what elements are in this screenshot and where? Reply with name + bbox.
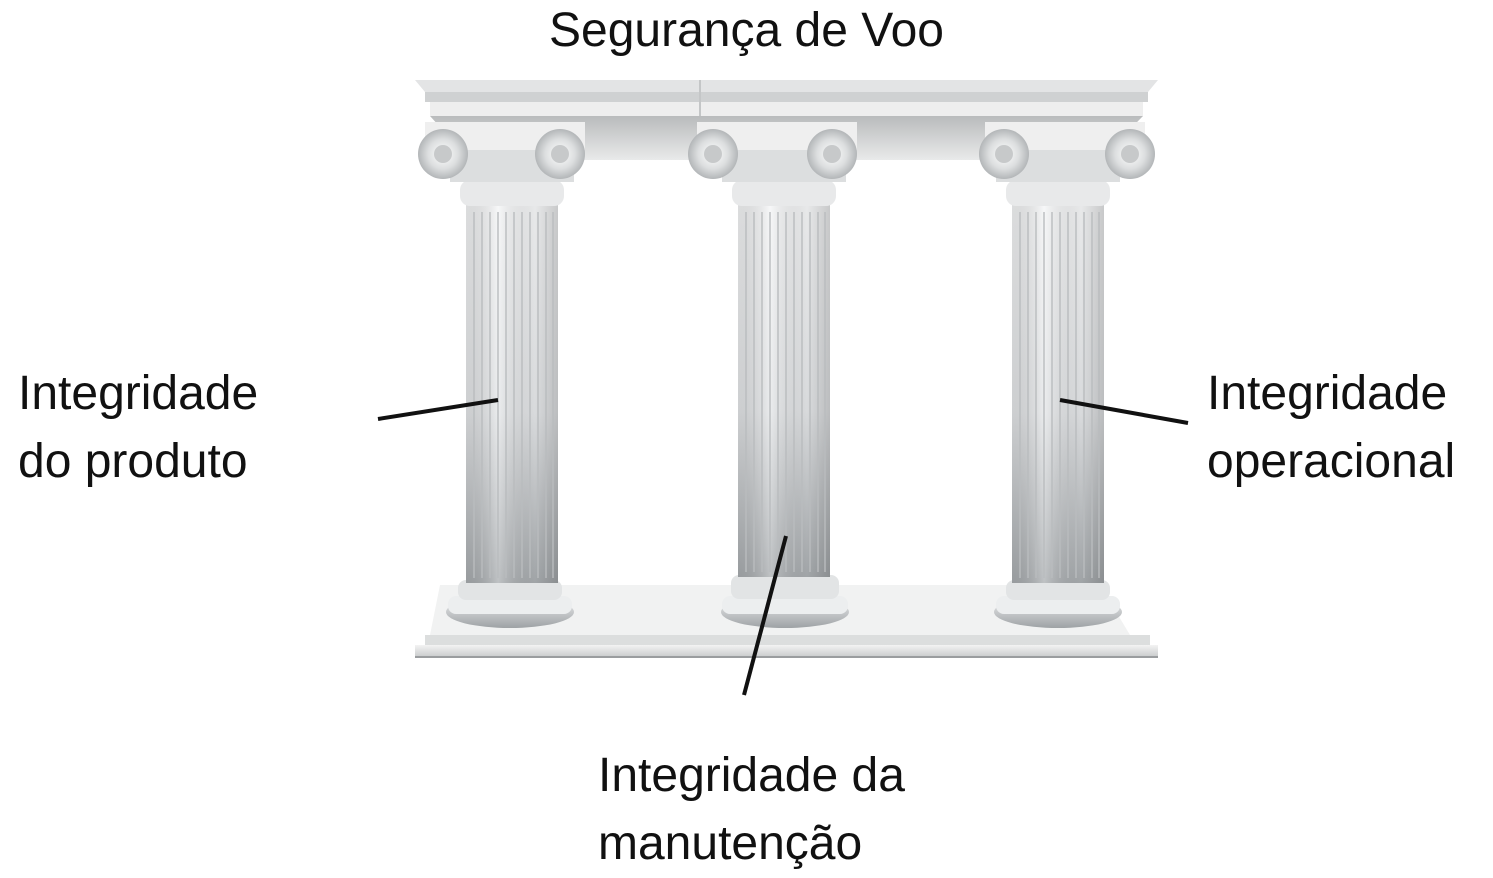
label-line: operacional — [1207, 435, 1456, 488]
label-integridade-do-produto: Integridade do produto — [18, 360, 258, 496]
label-integridade-operacional: Integridade operacional — [1207, 360, 1455, 496]
label-line: Integridade — [1207, 367, 1448, 420]
label-line: manutenção — [598, 817, 863, 870]
leader-line-left — [377, 398, 499, 421]
leader-line-right — [1059, 398, 1189, 425]
label-line: do produto — [18, 435, 248, 488]
label-line: Integridade da — [598, 749, 905, 802]
label-integridade-da-manutencao: Integridade da manutenção — [598, 742, 905, 878]
label-line: Integridade — [18, 367, 259, 420]
leader-line-bottom — [742, 535, 788, 696]
column-left — [418, 122, 585, 628]
diagram-title: Segurança de Voo — [549, 4, 944, 57]
column-right — [979, 122, 1155, 628]
column-center — [688, 122, 857, 628]
